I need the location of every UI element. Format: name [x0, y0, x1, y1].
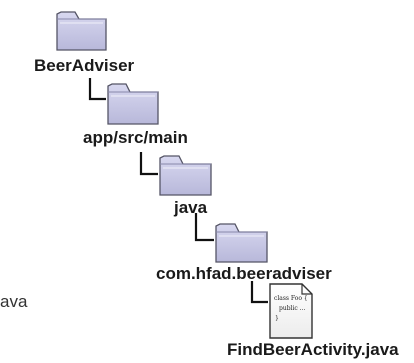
java-file-icon: class Foo { public ... }	[269, 283, 313, 339]
folder-label: BeerAdviser	[34, 56, 135, 75]
folder-label: app/src/main	[83, 128, 188, 147]
connector-line	[88, 78, 106, 101]
connector-line	[250, 281, 268, 304]
folder-label: com.hfad.beeradviser	[156, 264, 332, 283]
connector-line	[139, 152, 158, 176]
connector-line	[194, 213, 214, 242]
folder-icon	[159, 155, 212, 196]
folder-icon	[56, 11, 107, 51]
file-label: FindBeerActivity.java	[227, 340, 399, 359]
file-icon-code-line: class Foo {	[274, 295, 308, 302]
partial-text: ava	[0, 292, 28, 311]
folder-label: java	[174, 198, 208, 217]
folder-icon	[107, 83, 159, 125]
file-icon-code-line: public ...	[279, 305, 305, 312]
file-icon-code-line: }	[275, 315, 279, 322]
folder-icon	[215, 223, 268, 263]
